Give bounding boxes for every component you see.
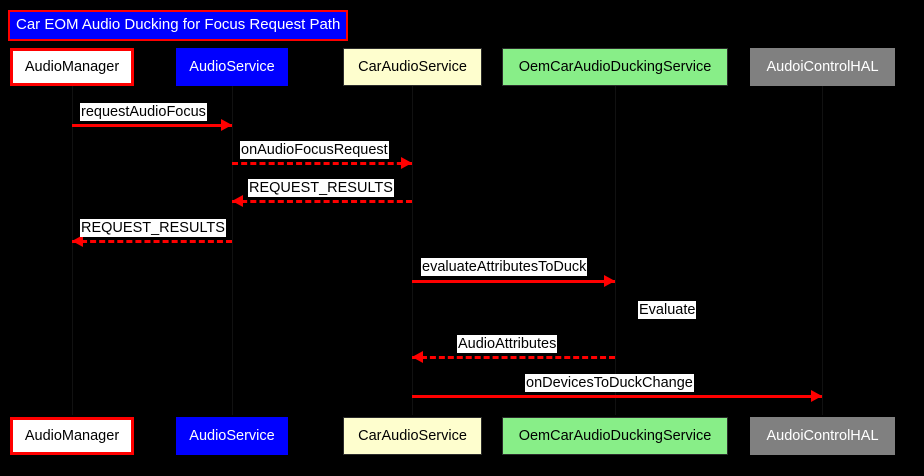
arrow-head-right-icon	[604, 275, 615, 287]
arrow-head-left-icon	[412, 351, 423, 363]
participant-label: AudioService	[189, 59, 275, 75]
message-line	[232, 200, 412, 203]
message-label-request-results-1: REQUEST_RESULTS	[248, 179, 394, 197]
message-line	[232, 162, 412, 165]
participant-label: AudioService	[189, 428, 275, 444]
message-label-on-audio-focus-request: onAudioFocusRequest	[240, 141, 389, 159]
message-label-request-audio-focus: requestAudioFocus	[80, 103, 207, 121]
participant-audoi-control-hal-top[interactable]: AudoiControlHAL	[750, 48, 895, 86]
message-line	[72, 240, 232, 243]
message-line	[72, 124, 232, 127]
lifeline-car-audio-service	[412, 86, 413, 415]
message-label-request-results-2: REQUEST_RESULTS	[80, 219, 226, 237]
participant-audio-manager-top[interactable]: AudioManager	[10, 48, 134, 86]
participant-car-audio-service-bottom[interactable]: CarAudioService	[343, 417, 482, 455]
diagram-title: Car EOM Audio Ducking for Focus Request …	[8, 10, 349, 41]
arrow-head-right-icon	[401, 157, 412, 169]
lifeline-oem-car-audio-ducking	[615, 86, 616, 415]
participant-oem-car-audio-ducking-bottom[interactable]: OemCarAudioDuckingService	[502, 417, 728, 455]
message-label-on-devices-to-duck-change: onDevicesToDuckChange	[525, 374, 694, 392]
message-line	[412, 395, 822, 398]
participant-label: AudioManager	[24, 59, 120, 75]
message-line	[412, 356, 615, 359]
participant-car-audio-service-top[interactable]: CarAudioService	[343, 48, 482, 86]
message-line	[412, 280, 615, 283]
arrow-head-left-icon	[72, 235, 83, 247]
lifeline-audio-service	[232, 86, 233, 415]
participant-audoi-control-hal-bottom[interactable]: AudoiControlHAL	[750, 417, 895, 455]
message-label-evaluate-attributes-to-duck: evaluateAttributesToDuck	[421, 258, 588, 276]
participant-label: AudoiControlHAL	[766, 428, 879, 444]
arrow-head-right-icon	[221, 119, 232, 131]
participant-label: OemCarAudioDuckingService	[518, 59, 712, 75]
participant-label: CarAudioService	[358, 428, 467, 444]
participant-label: OemCarAudioDuckingService	[518, 428, 712, 444]
arrow-head-right-icon	[811, 390, 822, 402]
participant-oem-car-audio-ducking-top[interactable]: OemCarAudioDuckingService	[502, 48, 728, 86]
participant-audio-service-bottom[interactable]: AudioService	[176, 417, 288, 455]
lifeline-audoi-control-hal	[822, 86, 823, 415]
note-evaluate-note: Evaluate	[638, 301, 697, 319]
participant-audio-manager-bottom[interactable]: AudioManager	[10, 417, 134, 455]
participant-label: AudoiControlHAL	[766, 59, 879, 75]
lifeline-audio-manager	[72, 86, 73, 415]
message-label-audio-attributes: AudioAttributes	[457, 335, 558, 353]
participant-label: CarAudioService	[358, 59, 467, 75]
participant-audio-service-top[interactable]: AudioService	[176, 48, 288, 86]
arrow-head-left-icon	[232, 195, 243, 207]
participant-label: AudioManager	[24, 428, 120, 444]
